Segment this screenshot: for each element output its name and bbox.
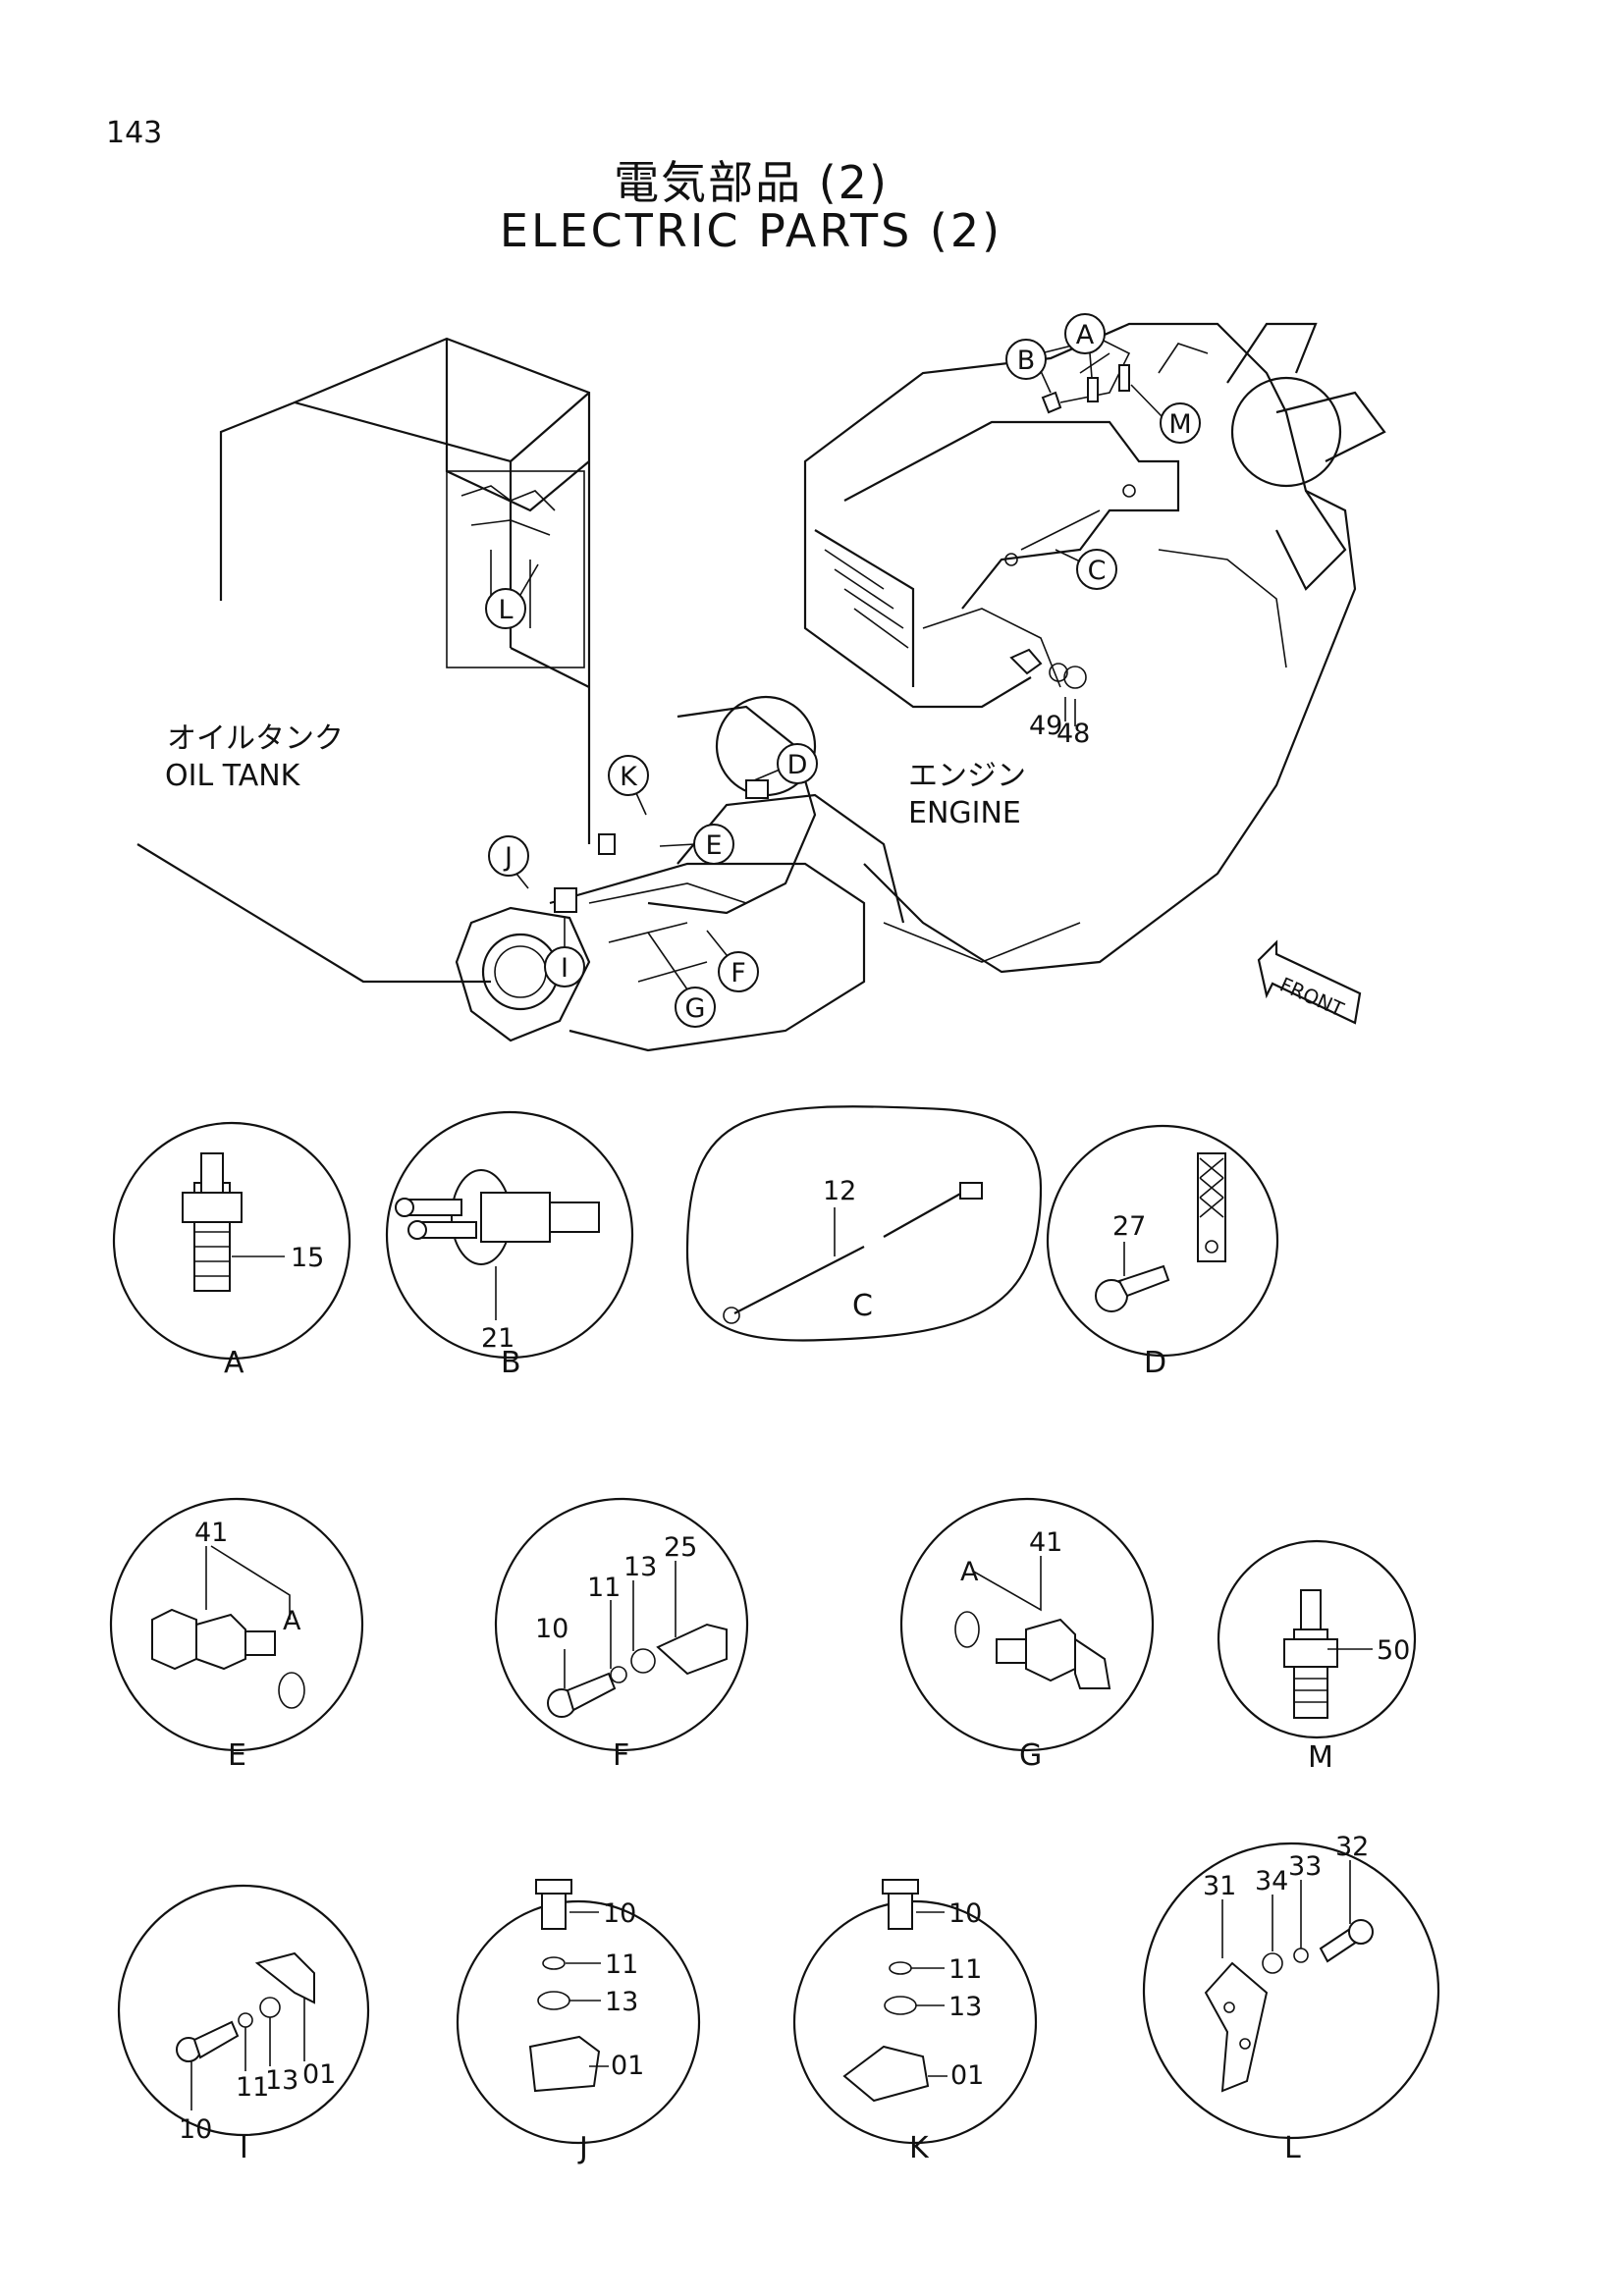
callout-J: J <box>488 835 529 889</box>
detail-I-part-11: 11 <box>236 2072 269 2103</box>
oil-tank-label-jp: オイルタンク <box>167 721 344 756</box>
svg-text:A: A <box>1076 320 1095 350</box>
detail-I-part-13: 13 <box>265 2065 298 2096</box>
detail-K-part-01: 01 <box>950 2060 984 2091</box>
svg-text:J: J <box>503 842 513 873</box>
detail-G-part-A: A <box>960 1557 979 1587</box>
detail-E-label: E <box>228 1738 246 1773</box>
svg-text:G: G <box>685 993 706 1024</box>
detail-L-part-31: 31 <box>1203 1871 1236 1901</box>
detail-view-B: 21 B <box>385 1110 634 1380</box>
detail-view-C: 12 C <box>685 1105 1043 1342</box>
detail-L-part-33: 33 <box>1288 1851 1322 1882</box>
detail-K-part-10: 10 <box>948 1898 982 1929</box>
detail-I-label: I <box>240 2131 248 2165</box>
svg-text:I: I <box>561 953 568 984</box>
title-english: ELECTRIC PARTS (2) <box>499 204 1003 257</box>
title-japanese: 電気部品 (2) <box>614 156 889 209</box>
part-ref-48: 48 <box>1056 719 1090 749</box>
detail-view-L: 32 34 33 31 L <box>1142 1832 1440 2165</box>
detail-J-part-10: 10 <box>603 1898 636 1929</box>
detail-J-label: J <box>577 2131 588 2165</box>
detail-view-D: 27 D <box>1046 1124 1279 1380</box>
detail-K-label: K <box>909 2131 930 2165</box>
detail-view-F: 10 11 13 25 F <box>494 1497 749 1773</box>
detail-F-part-13: 13 <box>623 1552 657 1582</box>
detail-view-I: 11 13 01 10 I <box>117 1884 370 2165</box>
svg-text:K: K <box>620 762 638 792</box>
detail-L-label: L <box>1284 2131 1301 2165</box>
detail-A-label: A <box>224 1346 244 1380</box>
detail-K-part-11: 11 <box>948 1954 982 1985</box>
callout-I: I <box>544 918 585 988</box>
detail-D-part-27: 27 <box>1112 1211 1146 1242</box>
engine-label-en: ENGINE <box>908 796 1021 830</box>
detail-E-part-A: A <box>283 1606 301 1636</box>
detail-B-part-21: 21 <box>481 1323 514 1354</box>
callout-L: L <box>485 563 539 629</box>
detail-F-part-10: 10 <box>535 1614 568 1644</box>
callout-A: A <box>1064 313 1106 379</box>
detail-G-label: G <box>1019 1738 1042 1773</box>
svg-text:M: M <box>1168 409 1191 440</box>
detail-view-E: 41 A E <box>109 1497 364 1773</box>
svg-text:D: D <box>787 750 808 780</box>
detail-J-part-13: 13 <box>605 1987 638 2017</box>
detail-K-part-13: 13 <box>948 1992 982 2022</box>
callout-F: F <box>706 930 759 992</box>
engine-outline <box>455 322 1386 1052</box>
detail-view-M: 50 M <box>1217 1539 1417 1775</box>
detail-A-part-15: 15 <box>291 1243 324 1273</box>
front-arrow: FRONT <box>1257 939 1362 1025</box>
svg-text:C: C <box>1088 556 1107 586</box>
detail-view-K: 10 11 13 01 K <box>792 1879 1038 2165</box>
detail-I-part-10: 10 <box>179 2114 212 2145</box>
page-number: 143 <box>106 116 163 150</box>
svg-text:B: B <box>1017 346 1036 376</box>
detail-C-label: C <box>852 1289 873 1323</box>
svg-text:L: L <box>498 595 513 625</box>
detail-view-G: A 41 G <box>899 1497 1155 1773</box>
detail-M-label: M <box>1308 1740 1333 1775</box>
detail-F-part-11: 11 <box>587 1573 621 1603</box>
svg-text:F: F <box>731 958 746 988</box>
detail-J-part-01: 01 <box>611 2051 644 2081</box>
detail-C-part-12: 12 <box>823 1176 856 1206</box>
callout-B: B <box>1005 339 1052 394</box>
oil-tank-outline <box>136 337 591 984</box>
callout-M: M <box>1130 384 1201 444</box>
detail-view-A: 15 A <box>112 1121 352 1380</box>
callout-E: E <box>659 824 734 865</box>
detail-D-label: D <box>1144 1346 1166 1380</box>
callout-G: G <box>647 932 716 1028</box>
overview-illustration: オイルタンク OIL TANK <box>136 313 1386 1052</box>
callout-K: K <box>608 755 649 816</box>
detail-L-part-34: 34 <box>1255 1866 1288 1896</box>
detail-L-part-32: 32 <box>1335 1832 1369 1862</box>
detail-G-part-41: 41 <box>1029 1527 1062 1558</box>
detail-E-part-41: 41 <box>194 1518 228 1548</box>
detail-F-label: F <box>613 1738 629 1773</box>
oil-tank-label-en: OIL TANK <box>165 759 301 793</box>
detail-I-part-01: 01 <box>302 2059 336 2090</box>
part-ref-49: 49 <box>1029 711 1062 741</box>
callout-C: C <box>1055 549 1117 590</box>
detail-F-part-25: 25 <box>664 1532 697 1563</box>
callout-D: D <box>753 743 818 784</box>
detail-view-J: 10 11 13 01 J <box>456 1879 701 2165</box>
engine-label-jp: エンジン <box>908 759 1026 793</box>
detail-M-part-50: 50 <box>1377 1635 1410 1666</box>
detail-B-label: B <box>501 1346 521 1380</box>
svg-text:E: E <box>705 830 722 861</box>
detail-J-part-11: 11 <box>605 1949 638 1980</box>
front-arrow-label: FRONT <box>1276 973 1348 1022</box>
